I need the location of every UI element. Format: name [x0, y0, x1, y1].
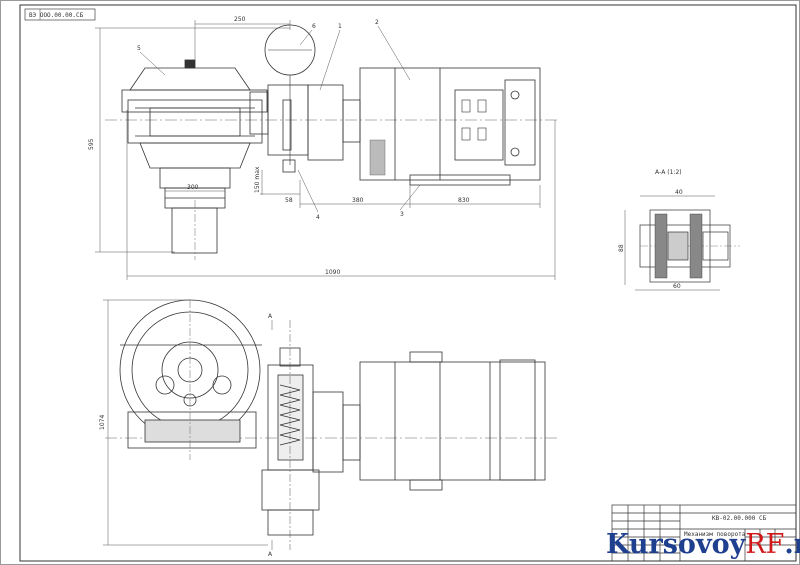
motor-hatch	[369, 139, 386, 176]
callout-1: 1	[338, 23, 342, 30]
dim-58: 58	[285, 197, 293, 204]
dim-88: 88	[618, 244, 625, 252]
bottom-view	[105, 299, 560, 550]
dim-side: 150 max	[254, 166, 261, 193]
coupling-housing	[307, 84, 344, 161]
gearbox-base	[139, 142, 251, 169]
callout-3: 3	[400, 211, 404, 218]
gearbox-housing	[127, 99, 263, 144]
callout-4: 4	[316, 214, 320, 221]
callout-2: 2	[375, 19, 379, 26]
title-block	[611, 504, 797, 562]
corner-stamp: ВЭ ООО.00.00.СБ	[24, 8, 96, 21]
dim-380: 380	[352, 197, 364, 204]
dim-300: 300	[187, 184, 199, 191]
title-name: Механизм поворота	[684, 531, 746, 538]
inner-frame	[19, 4, 797, 562]
callout-5: 5	[137, 45, 141, 52]
dim-1074: 1074	[99, 415, 106, 430]
dim-830: 830	[458, 197, 470, 204]
dim-40: 40	[675, 189, 683, 196]
dim-250: 250	[234, 16, 246, 23]
section-view	[624, 195, 740, 291]
top-view-dimensions	[95, 20, 556, 280]
cut-label-top: А	[268, 313, 273, 320]
dim-60: 60	[673, 283, 681, 290]
bottom-view-dimensions	[103, 299, 273, 550]
site-watermark: KursovoyRF.ru	[606, 530, 800, 560]
motor-bottom	[359, 361, 546, 481]
watermark-accent: RF	[745, 529, 785, 560]
callout-leaders	[139, 25, 421, 213]
worm-housing	[127, 411, 257, 449]
top-view	[105, 24, 560, 260]
output-shaft-housing	[171, 207, 218, 254]
dim-1090: 1090	[325, 269, 340, 276]
watermark-main: Kursovoy	[606, 529, 746, 560]
coupling-bottom	[312, 391, 344, 473]
electric-motor	[359, 67, 541, 181]
section-label: А-А (1:2)	[655, 169, 682, 176]
motor-foot	[409, 174, 511, 186]
cut-label-bottom: А	[268, 551, 273, 558]
gearbox-cover	[129, 67, 251, 91]
gearbox-window	[149, 107, 241, 137]
dim-595: 595	[88, 138, 95, 150]
gearbox-flange	[121, 89, 268, 113]
corner-stamp-text: ВЭ ООО.00.00.СБ	[29, 12, 84, 19]
watermark-suffix: .ru	[784, 529, 800, 560]
brake-spring	[279, 384, 301, 446]
brake-magnet	[261, 469, 320, 511]
callout-6: 6	[312, 23, 316, 30]
title-designation: КВ-02.00.000 СБ	[712, 515, 767, 522]
